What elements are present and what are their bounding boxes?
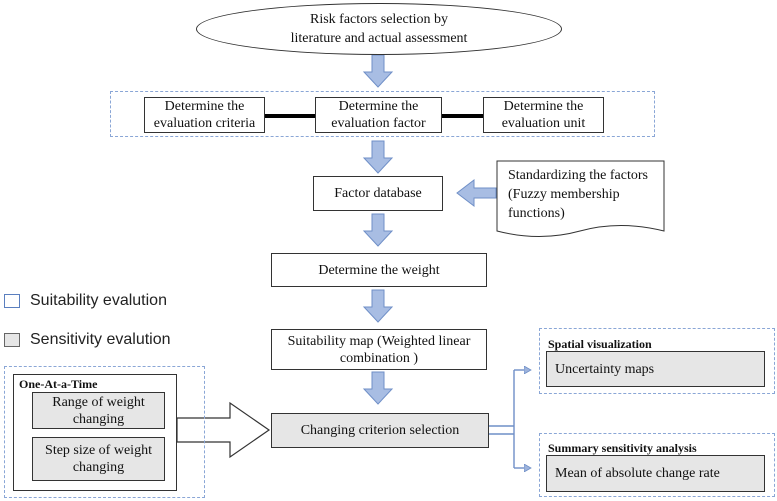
evaluation-factor-box: Determine the evaluation factor: [315, 97, 442, 133]
standardizing-text: Standardizing the factors (Fuzzy members…: [508, 168, 648, 221]
evaluation-unit-text: Determine the evaluation unit: [501, 99, 586, 131]
changing-criterion-box: Changing criterion selection: [271, 413, 489, 448]
oat-dashed-group: [4, 366, 205, 498]
oat-step-text: Step size of weight changing: [45, 443, 152, 475]
left-arrow-standardizing: [456, 178, 497, 208]
mean-change-rate-box: Mean of absolute change rate: [546, 455, 765, 492]
mean-change-rate-text: Mean of absolute change rate: [555, 466, 720, 481]
oat-range-box: Range of weight changing: [32, 392, 165, 429]
legend-sensitivity-label: Sensitivity evalution: [30, 331, 171, 348]
summary-dashed-group: [539, 433, 775, 497]
evaluation-criteria-text: Determine the evaluation criteria: [153, 99, 256, 131]
oat-step-box: Step size of weight changing: [32, 437, 165, 481]
start-ellipse: Risk factors selection by literature and…: [196, 3, 562, 55]
down-arrow-4: [362, 289, 394, 323]
evaluation-criteria-box: Determine the evaluation criteria: [144, 97, 265, 133]
evaluation-unit-box: Determine the evaluation unit: [483, 97, 604, 133]
determine-weight-text: Determine the weight: [318, 262, 440, 278]
changing-criterion-text: Changing criterion selection: [300, 423, 460, 438]
down-arrow-3: [362, 213, 394, 247]
suitability-map-text: Suitability map (Weighted linear combina…: [287, 333, 471, 366]
start-text: Risk factors selection by literature and…: [290, 12, 468, 46]
legend-sensitivity-swatch: [4, 333, 20, 347]
factor-database-text: Factor database: [334, 186, 422, 201]
spatial-dashed-group: [539, 328, 775, 394]
down-arrow-2: [362, 140, 394, 174]
down-arrow-5: [362, 371, 394, 405]
criteria-group: [110, 91, 655, 137]
uncertainty-maps-text: Uncertainty maps: [555, 361, 655, 377]
suitability-map-box: Suitability map (Weighted linear combina…: [271, 329, 487, 370]
branch-connector: [489, 370, 530, 468]
determine-weight-box: Determine the weight: [271, 253, 487, 287]
spatial-title: Spatial visualization: [548, 337, 652, 351]
legend-suitability-swatch: [4, 294, 20, 308]
down-arrow-1: [362, 54, 394, 88]
evaluation-factor-text: Determine the evaluation factor: [331, 99, 426, 131]
legend-suitability-label: Suitability evalution: [30, 292, 167, 309]
uncertainty-maps-box: Uncertainty maps: [546, 351, 765, 387]
oat-hollow-arrow: [176, 401, 271, 459]
oat-title: One-At-a-Time: [19, 377, 98, 391]
factor-database-box: Factor database: [313, 176, 443, 211]
oat-range-text: Range of weight changing: [52, 394, 145, 427]
summary-title: Summary sensitivity analysis: [548, 441, 697, 455]
